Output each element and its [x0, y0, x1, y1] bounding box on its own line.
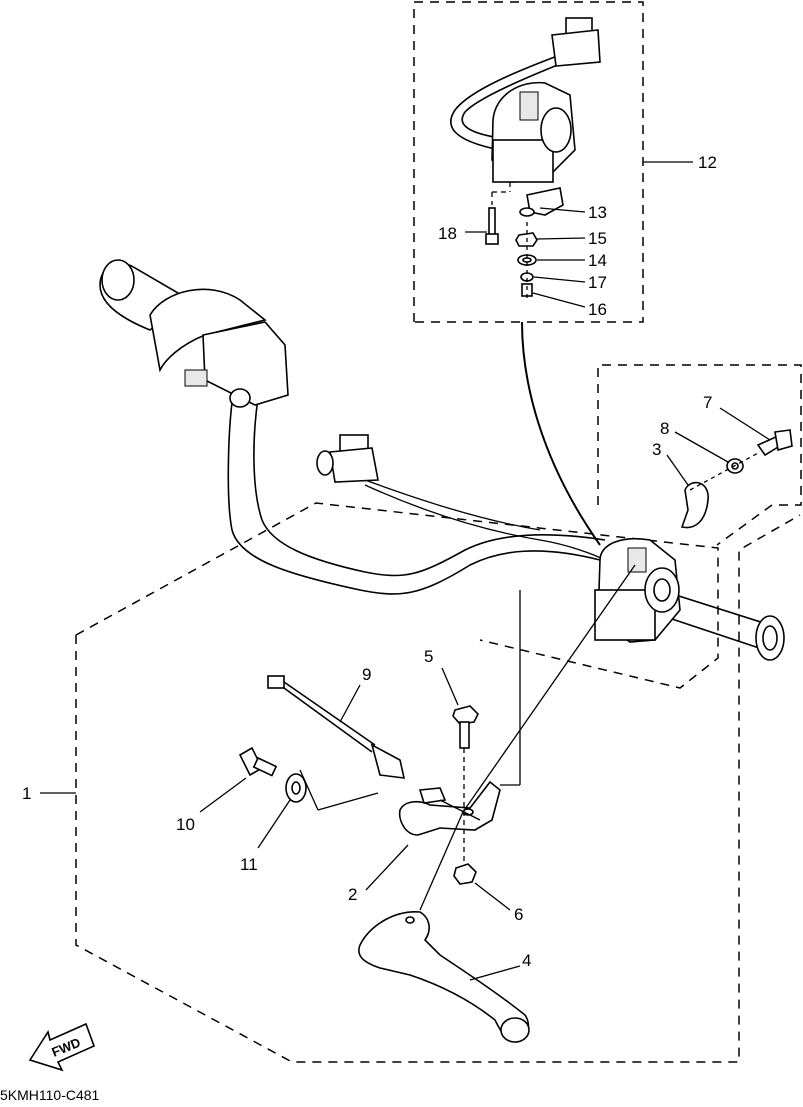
callout-17: 17	[588, 273, 607, 292]
group-box-1	[75, 502, 801, 1063]
callout-4: 4	[522, 951, 531, 970]
callout-16: 16	[588, 300, 607, 319]
switch-cable	[521, 321, 601, 546]
group-box-12	[413, 1, 644, 323]
adjuster-10	[238, 746, 278, 777]
right-switch-housing	[594, 537, 681, 643]
callout-7: 7	[703, 393, 712, 412]
callout-6: 6	[514, 905, 523, 924]
callout-18: 18	[438, 224, 457, 243]
lever	[358, 911, 530, 1043]
callout-8: 8	[660, 419, 669, 438]
callout-2: 2	[348, 885, 357, 904]
callout-10: 10	[176, 815, 195, 834]
cable-9	[267, 675, 406, 779]
assembly-leaders	[419, 564, 636, 911]
locknut-11	[285, 769, 379, 811]
callout-12: 12	[698, 153, 717, 172]
lever-bracket	[398, 780, 501, 836]
bolt-5	[452, 705, 479, 865]
wire-harness	[316, 434, 606, 561]
callout-labels: 1 2 3 4 5 6 7 8 9 10 11 12 13 15 14 17 1…	[22, 153, 717, 970]
drawing-code: 5KMH110-C481	[0, 1087, 100, 1102]
callout-13: 13	[588, 203, 607, 222]
left-grip-assembly	[99, 259, 289, 408]
callout-9: 9	[362, 665, 371, 684]
clamp-assembly	[680, 429, 793, 529]
callout-1: 1	[22, 784, 31, 803]
top-switch-assembly	[450, 17, 601, 300]
callout-5: 5	[424, 647, 433, 666]
fwd-arrow-icon: FWD	[28, 1022, 96, 1072]
group-box-3	[597, 364, 802, 546]
callout-leaders	[40, 161, 771, 981]
handlebar	[227, 394, 785, 661]
callout-11: 11	[240, 855, 258, 874]
callout-15: 15	[588, 229, 607, 248]
nut-6	[453, 863, 477, 885]
callout-14: 14	[588, 251, 607, 270]
callout-3: 3	[652, 440, 661, 459]
